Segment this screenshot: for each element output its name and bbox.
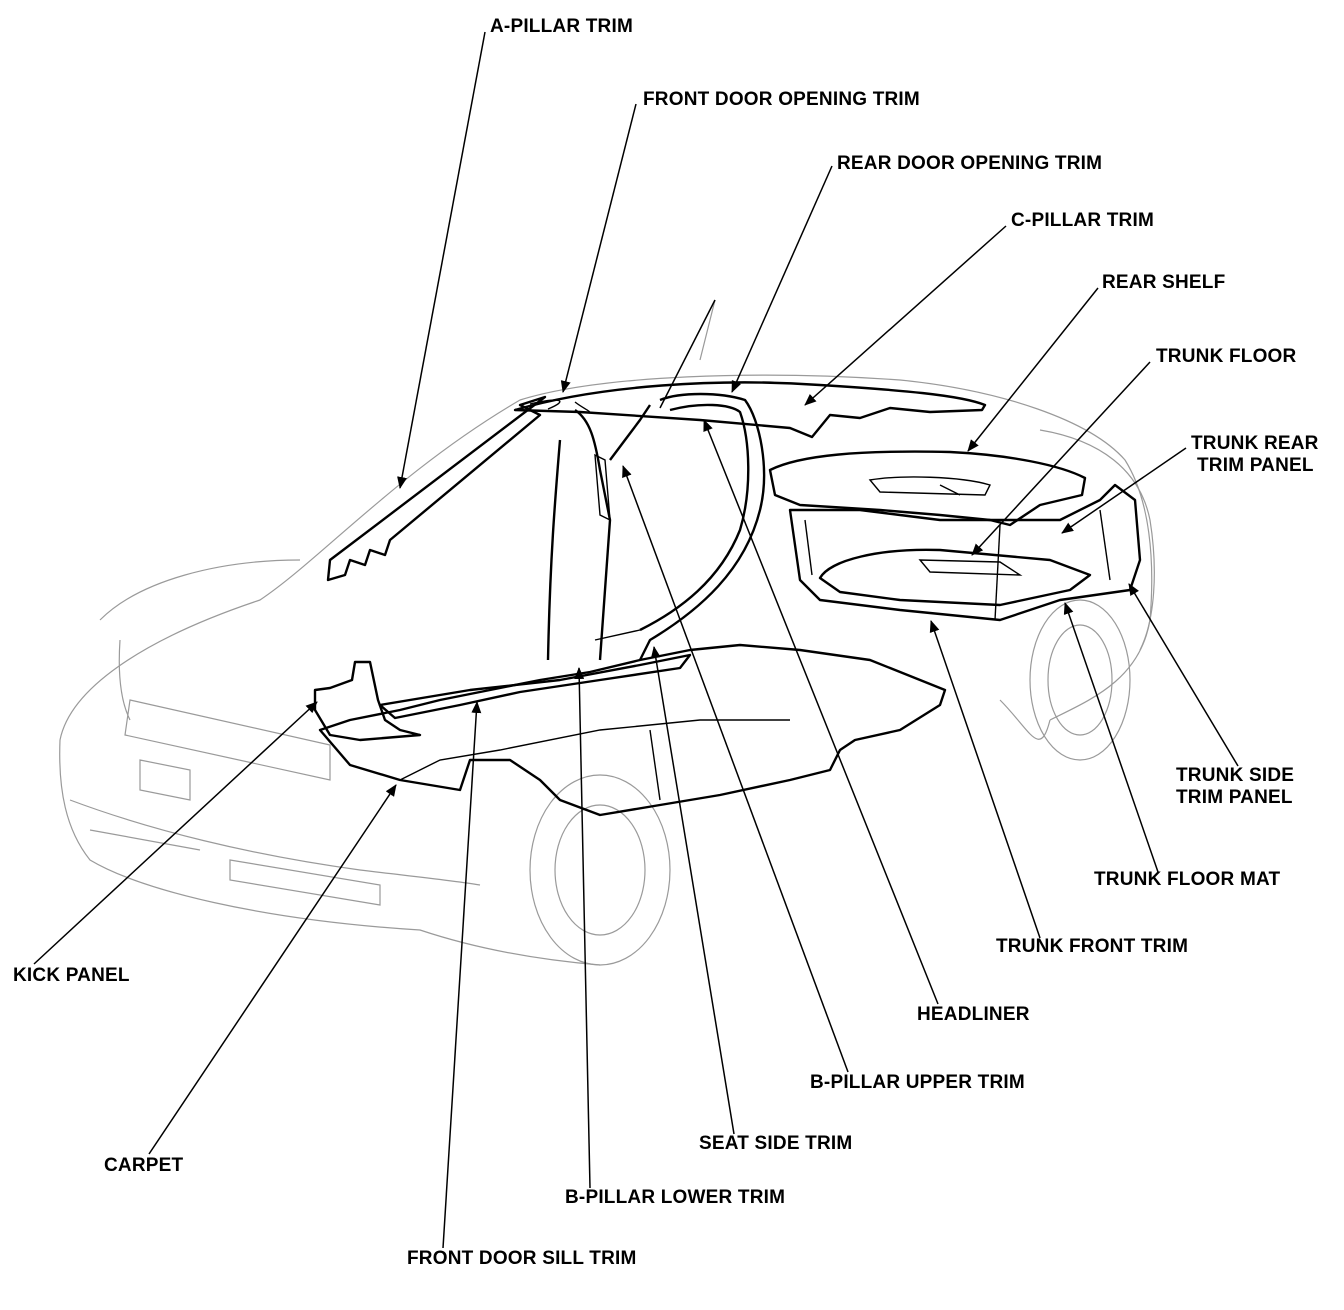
label-carpet: CARPET bbox=[104, 1155, 184, 1176]
trunk-trim-part bbox=[788, 483, 1142, 622]
label-c-pillar-trim: C-PILLAR TRIM bbox=[1011, 210, 1154, 231]
label-b-pillar-upper-trim: B-PILLAR UPPER TRIM bbox=[810, 1072, 1025, 1093]
label-trunk-front-trim: TRUNK FRONT TRIM bbox=[996, 936, 1189, 957]
label-trunk-floor-mat: TRUNK FLOOR MAT bbox=[1094, 869, 1281, 890]
a-pillar-trim-part bbox=[326, 395, 547, 582]
door-opening-trims-part bbox=[546, 392, 766, 661]
rear-shelf-part bbox=[768, 450, 1087, 527]
label-rear-shelf: REAR SHELF bbox=[1102, 272, 1226, 293]
carpet-part bbox=[318, 643, 947, 817]
label-seat-side-trim: SEAT SIDE TRIM bbox=[699, 1133, 853, 1154]
trunk-floor-part bbox=[818, 548, 1092, 607]
sill-trim-part bbox=[378, 653, 692, 720]
label-trunk-floor: TRUNK FLOOR bbox=[1156, 346, 1297, 367]
headliner-part bbox=[513, 381, 987, 439]
car-body-outline bbox=[59, 299, 1155, 966]
label-a-pillar-trim: A-PILLAR TRIM bbox=[490, 16, 633, 37]
kick-panel-part bbox=[313, 660, 422, 742]
label-trunk-side-trim-panel-line2: TRIM PANEL bbox=[1176, 787, 1293, 808]
label-headliner: HEADLINER bbox=[917, 1004, 1030, 1025]
label-trunk-rear-trim-panel-line2: TRIM PANEL bbox=[1197, 455, 1314, 476]
label-kick-panel: KICK PANEL bbox=[13, 965, 130, 986]
leader-lines bbox=[33, 31, 1239, 1249]
label-trunk-rear-trim-panel-line1: TRUNK REAR bbox=[1191, 433, 1319, 454]
label-trunk-side-trim-panel-line1: TRUNK SIDE bbox=[1176, 765, 1295, 786]
label-rear-door-opening-trim: REAR DOOR OPENING TRIM bbox=[837, 153, 1103, 174]
label-front-door-opening-trim: FRONT DOOR OPENING TRIM bbox=[643, 89, 920, 110]
label-b-pillar-lower-trim: B-PILLAR LOWER TRIM bbox=[565, 1187, 786, 1208]
label-front-door-sill-trim: FRONT DOOR SILL TRIM bbox=[407, 1248, 637, 1269]
